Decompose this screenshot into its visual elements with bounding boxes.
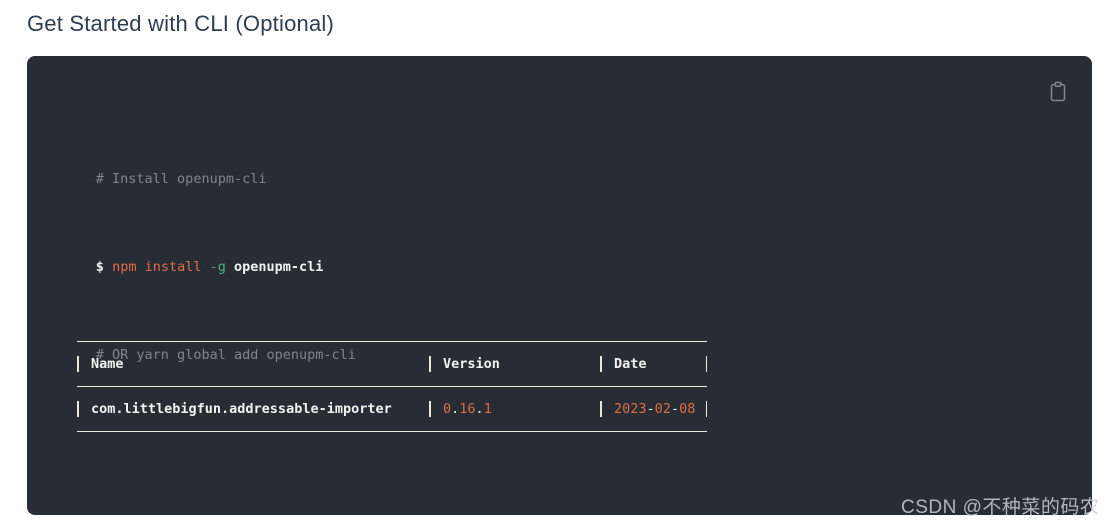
column-header-name: Name bbox=[91, 356, 124, 372]
code-content: # Install openupm-cli $ npm install -g o… bbox=[47, 80, 1072, 515]
table-header-cell-name: Name bbox=[77, 356, 429, 372]
table-vertical-border bbox=[705, 356, 707, 372]
table-cell-name: com.littlebigfun.addressable-importer bbox=[77, 401, 429, 417]
package-date-value: 2023-02-08 bbox=[614, 401, 695, 417]
table-row: com.littlebigfun.addressable-importer 0.… bbox=[77, 387, 707, 431]
page-title: Get Started with CLI (Optional) bbox=[27, 11, 334, 36]
table-bottom-border bbox=[77, 431, 707, 432]
clipboard-icon-glyph bbox=[1050, 81, 1066, 102]
version-patch: 1 bbox=[483, 401, 492, 417]
table-header-cell-version: Version bbox=[429, 356, 600, 372]
table-header-cell-date: Date bbox=[600, 356, 707, 372]
shell-prompt: $ bbox=[95, 259, 104, 275]
search-results-table: Name Version Date com.littl bbox=[77, 341, 707, 432]
comment-text: # Install openupm-cli bbox=[95, 171, 267, 187]
code-line-npm-install: $ npm install -g openupm-cli bbox=[47, 234, 1072, 275]
table-header-separator bbox=[77, 386, 707, 387]
table-vertical-border bbox=[429, 356, 431, 372]
space bbox=[104, 259, 112, 275]
table-header-row: Name Version Date bbox=[77, 342, 707, 386]
table-top-border bbox=[77, 341, 707, 342]
version-dot: . bbox=[475, 401, 484, 417]
table-vertical-border bbox=[600, 356, 602, 372]
table-vertical-border bbox=[600, 401, 602, 417]
command-npm-install: npm install bbox=[112, 259, 202, 275]
code-line-comment-or-yarn: # OR yarn global add openupm-cli bbox=[47, 322, 1072, 363]
column-header-date: Date bbox=[614, 356, 647, 372]
space bbox=[201, 259, 209, 275]
flag-global: -g bbox=[209, 259, 226, 275]
package-name-value: com.littlebigfun.addressable-importer bbox=[91, 401, 392, 417]
table-cell-date: 2023-02-08 bbox=[600, 401, 707, 417]
code-block: # Install openupm-cli $ npm install -g o… bbox=[27, 56, 1092, 515]
date-month: 02 bbox=[654, 401, 671, 417]
arg-openupm-cli: openupm-cli bbox=[234, 259, 324, 275]
clipboard-icon[interactable] bbox=[1048, 81, 1068, 103]
code-line-comment-install: # Install openupm-cli bbox=[47, 146, 1072, 187]
table-vertical-border bbox=[77, 401, 79, 417]
package-version-value: 0.16.1 bbox=[443, 401, 492, 417]
version-minor: 16 bbox=[459, 401, 476, 417]
table-vertical-border bbox=[705, 401, 707, 417]
watermark: CSDN @不种菜的码农 bbox=[901, 497, 1100, 518]
date-dash: - bbox=[670, 401, 680, 417]
space bbox=[226, 259, 234, 275]
table-vertical-border bbox=[429, 401, 431, 417]
comment-text: # OR yarn global add openupm-cli bbox=[95, 347, 356, 363]
column-header-version: Version bbox=[443, 356, 500, 372]
date-year: 2023 bbox=[614, 401, 647, 417]
version-major: 0 bbox=[443, 401, 452, 417]
version-dot: . bbox=[451, 401, 460, 417]
date-dash: - bbox=[646, 401, 655, 417]
table-cell-version: 0.16.1 bbox=[429, 401, 600, 417]
date-day: 08 bbox=[679, 401, 696, 417]
table-vertical-border bbox=[77, 356, 79, 372]
